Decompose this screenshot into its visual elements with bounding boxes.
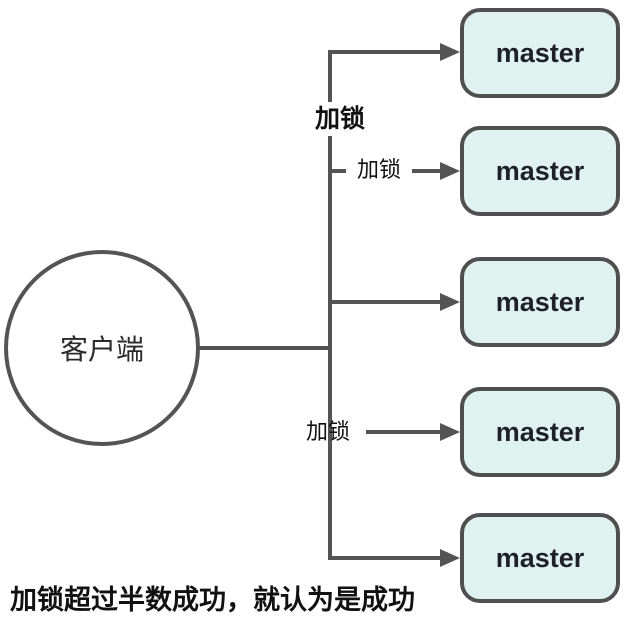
client-node: 客户端	[4, 250, 200, 446]
branch-line-4	[366, 430, 442, 434]
master-node-4: master	[460, 387, 620, 477]
diagram-caption: 加锁超过半数成功，就认为是成功	[10, 585, 415, 615]
arrowhead-icon	[440, 423, 460, 441]
client-label: 客户端	[59, 334, 144, 365]
arrowhead-icon	[440, 549, 460, 567]
master-node-label: master	[495, 155, 585, 186]
trunk-line	[328, 50, 332, 560]
master-node-label: master	[495, 542, 585, 573]
arrowhead-icon	[440, 43, 460, 61]
edge-label-lock-secondary: 加锁	[346, 157, 412, 184]
branch-line-1	[328, 50, 442, 54]
client-connector-line	[198, 346, 330, 350]
branch-line-5	[328, 556, 442, 560]
master-node-1: master	[460, 8, 620, 98]
master-node-3: master	[460, 257, 620, 347]
branch-line-3	[328, 300, 442, 304]
arrowhead-icon	[440, 293, 460, 311]
master-node-label: master	[495, 416, 585, 447]
arrowhead-icon	[440, 162, 460, 180]
edge-label-lock-quaternary: 加锁	[306, 419, 351, 444]
master-node-label: master	[495, 37, 585, 68]
master-node-5: master	[460, 513, 620, 603]
master-node-2: master	[460, 126, 620, 216]
edge-label-lock-primary: 加锁	[304, 102, 376, 136]
master-node-label: master	[495, 286, 585, 317]
